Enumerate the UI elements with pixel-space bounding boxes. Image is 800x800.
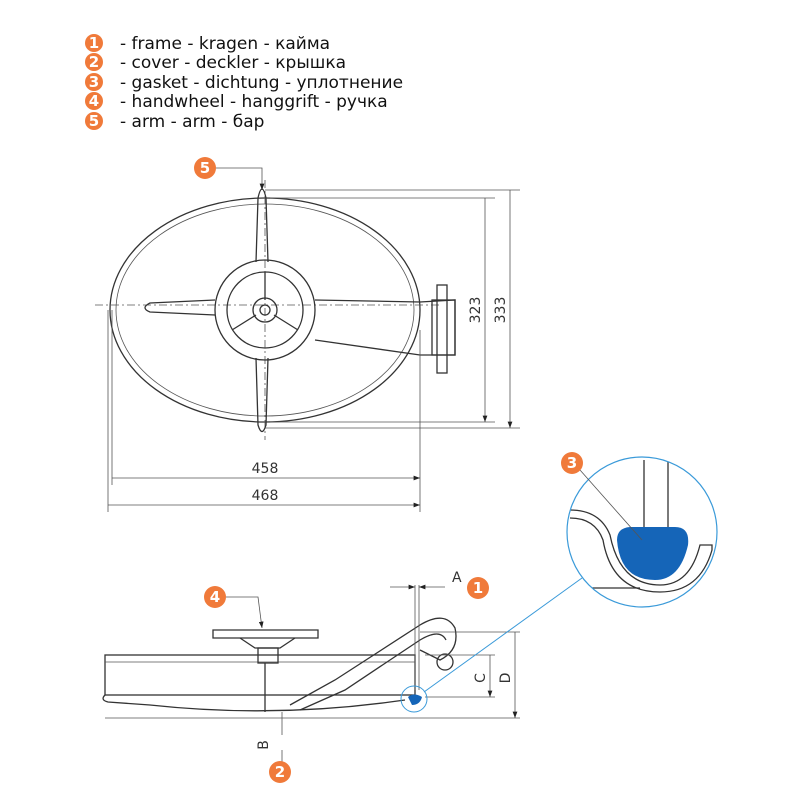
dim-B: B (256, 740, 272, 750)
hinge-pin (436, 653, 454, 671)
legend-text: - gasket - dichtung - уплотнение (120, 73, 403, 93)
legend-item-2: 2 - cover - deckler - крышка (85, 53, 346, 73)
dim-333: 333 (493, 297, 509, 324)
legend-badge: 4 (89, 92, 99, 110)
legend-item-3: 3 - gasket - dichtung - уплотнение (85, 73, 403, 93)
legend-text: - cover - deckler - крышка (120, 53, 346, 73)
legend-item-5: 5 - arm - arm - бар (85, 112, 264, 132)
legend-badge: 2 (89, 53, 99, 71)
arm-cross (255, 188, 269, 433)
legend-text: - handwheel - hanggrift - ручка (120, 92, 388, 112)
legend-item-1: 1 - frame - kragen - кайма (85, 34, 330, 54)
top-view: 323 333 458 468 5 (95, 157, 520, 512)
callout-5: 5 (200, 159, 210, 177)
dim-323: 323 (468, 297, 484, 324)
dim-C: C (473, 673, 489, 683)
handwheel-side (212, 629, 319, 639)
dim-458: 458 (252, 461, 279, 477)
dim-468: 468 (252, 488, 279, 504)
callout-4: 4 (210, 588, 220, 606)
side-view: A 1 C D B 2 4 (102, 570, 583, 783)
hub (252, 297, 278, 323)
legend-badge: 1 (89, 34, 99, 52)
legend-text: - arm - arm - бар (120, 112, 264, 132)
legend-badge: 5 (89, 112, 99, 130)
callout-2: 2 (275, 763, 285, 781)
legend-item-4: 4 - handwheel - hanggrift - ручка (85, 92, 388, 112)
gasket-detail: 3 (561, 452, 718, 608)
callout-3: 3 (567, 454, 577, 472)
hinge-bolt (436, 284, 448, 374)
dim-A: A (452, 570, 462, 586)
cover-side (102, 694, 406, 712)
handwheel (214, 259, 316, 361)
gasket (617, 527, 689, 580)
callout-1: 1 (473, 579, 483, 597)
legend-text: - frame - kragen - кайма (120, 34, 330, 54)
arm-horizontal (144, 299, 456, 356)
gasket-small (408, 694, 422, 705)
dim-D: D (498, 673, 514, 684)
legend: 1 - frame - kragen - кайма 2 - cover - dec… (85, 34, 403, 132)
legend-badge: 3 (89, 73, 99, 91)
hinge (431, 299, 456, 356)
